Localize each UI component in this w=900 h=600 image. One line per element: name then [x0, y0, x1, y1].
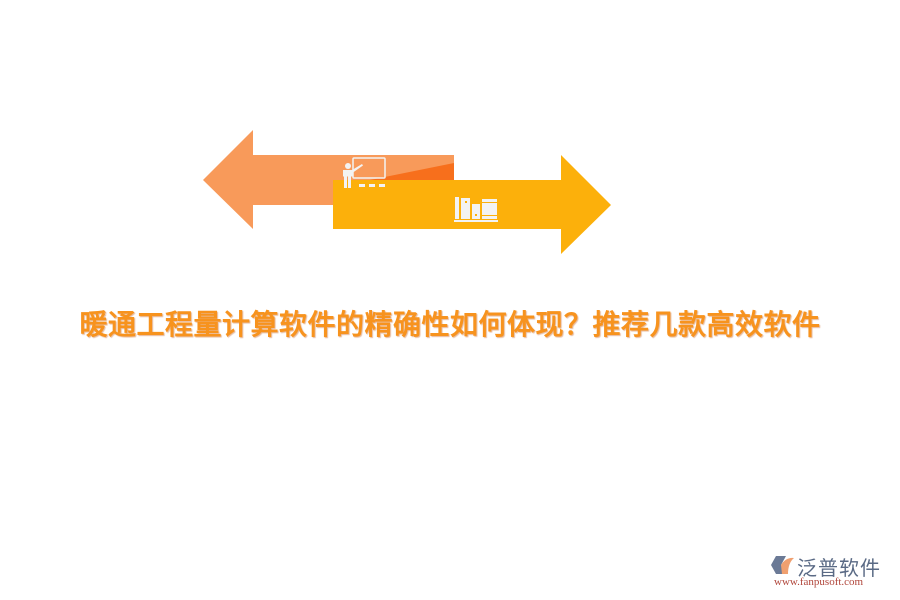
- page-title: 暖通工程量计算软件的精确性如何体现？推荐几款高效软件: [79, 308, 821, 341]
- logo-url: www.fanpusoft.com: [774, 576, 864, 588]
- fanpusoft-logo-icon: [771, 556, 794, 574]
- bookshelf-icon: [454, 197, 498, 222]
- logo-name: 泛普软件: [797, 556, 881, 580]
- double-arrow-graphic: [203, 130, 611, 254]
- fanpusoft-logo[interactable]: 泛普软件 www.fanpusoft.com: [770, 552, 895, 592]
